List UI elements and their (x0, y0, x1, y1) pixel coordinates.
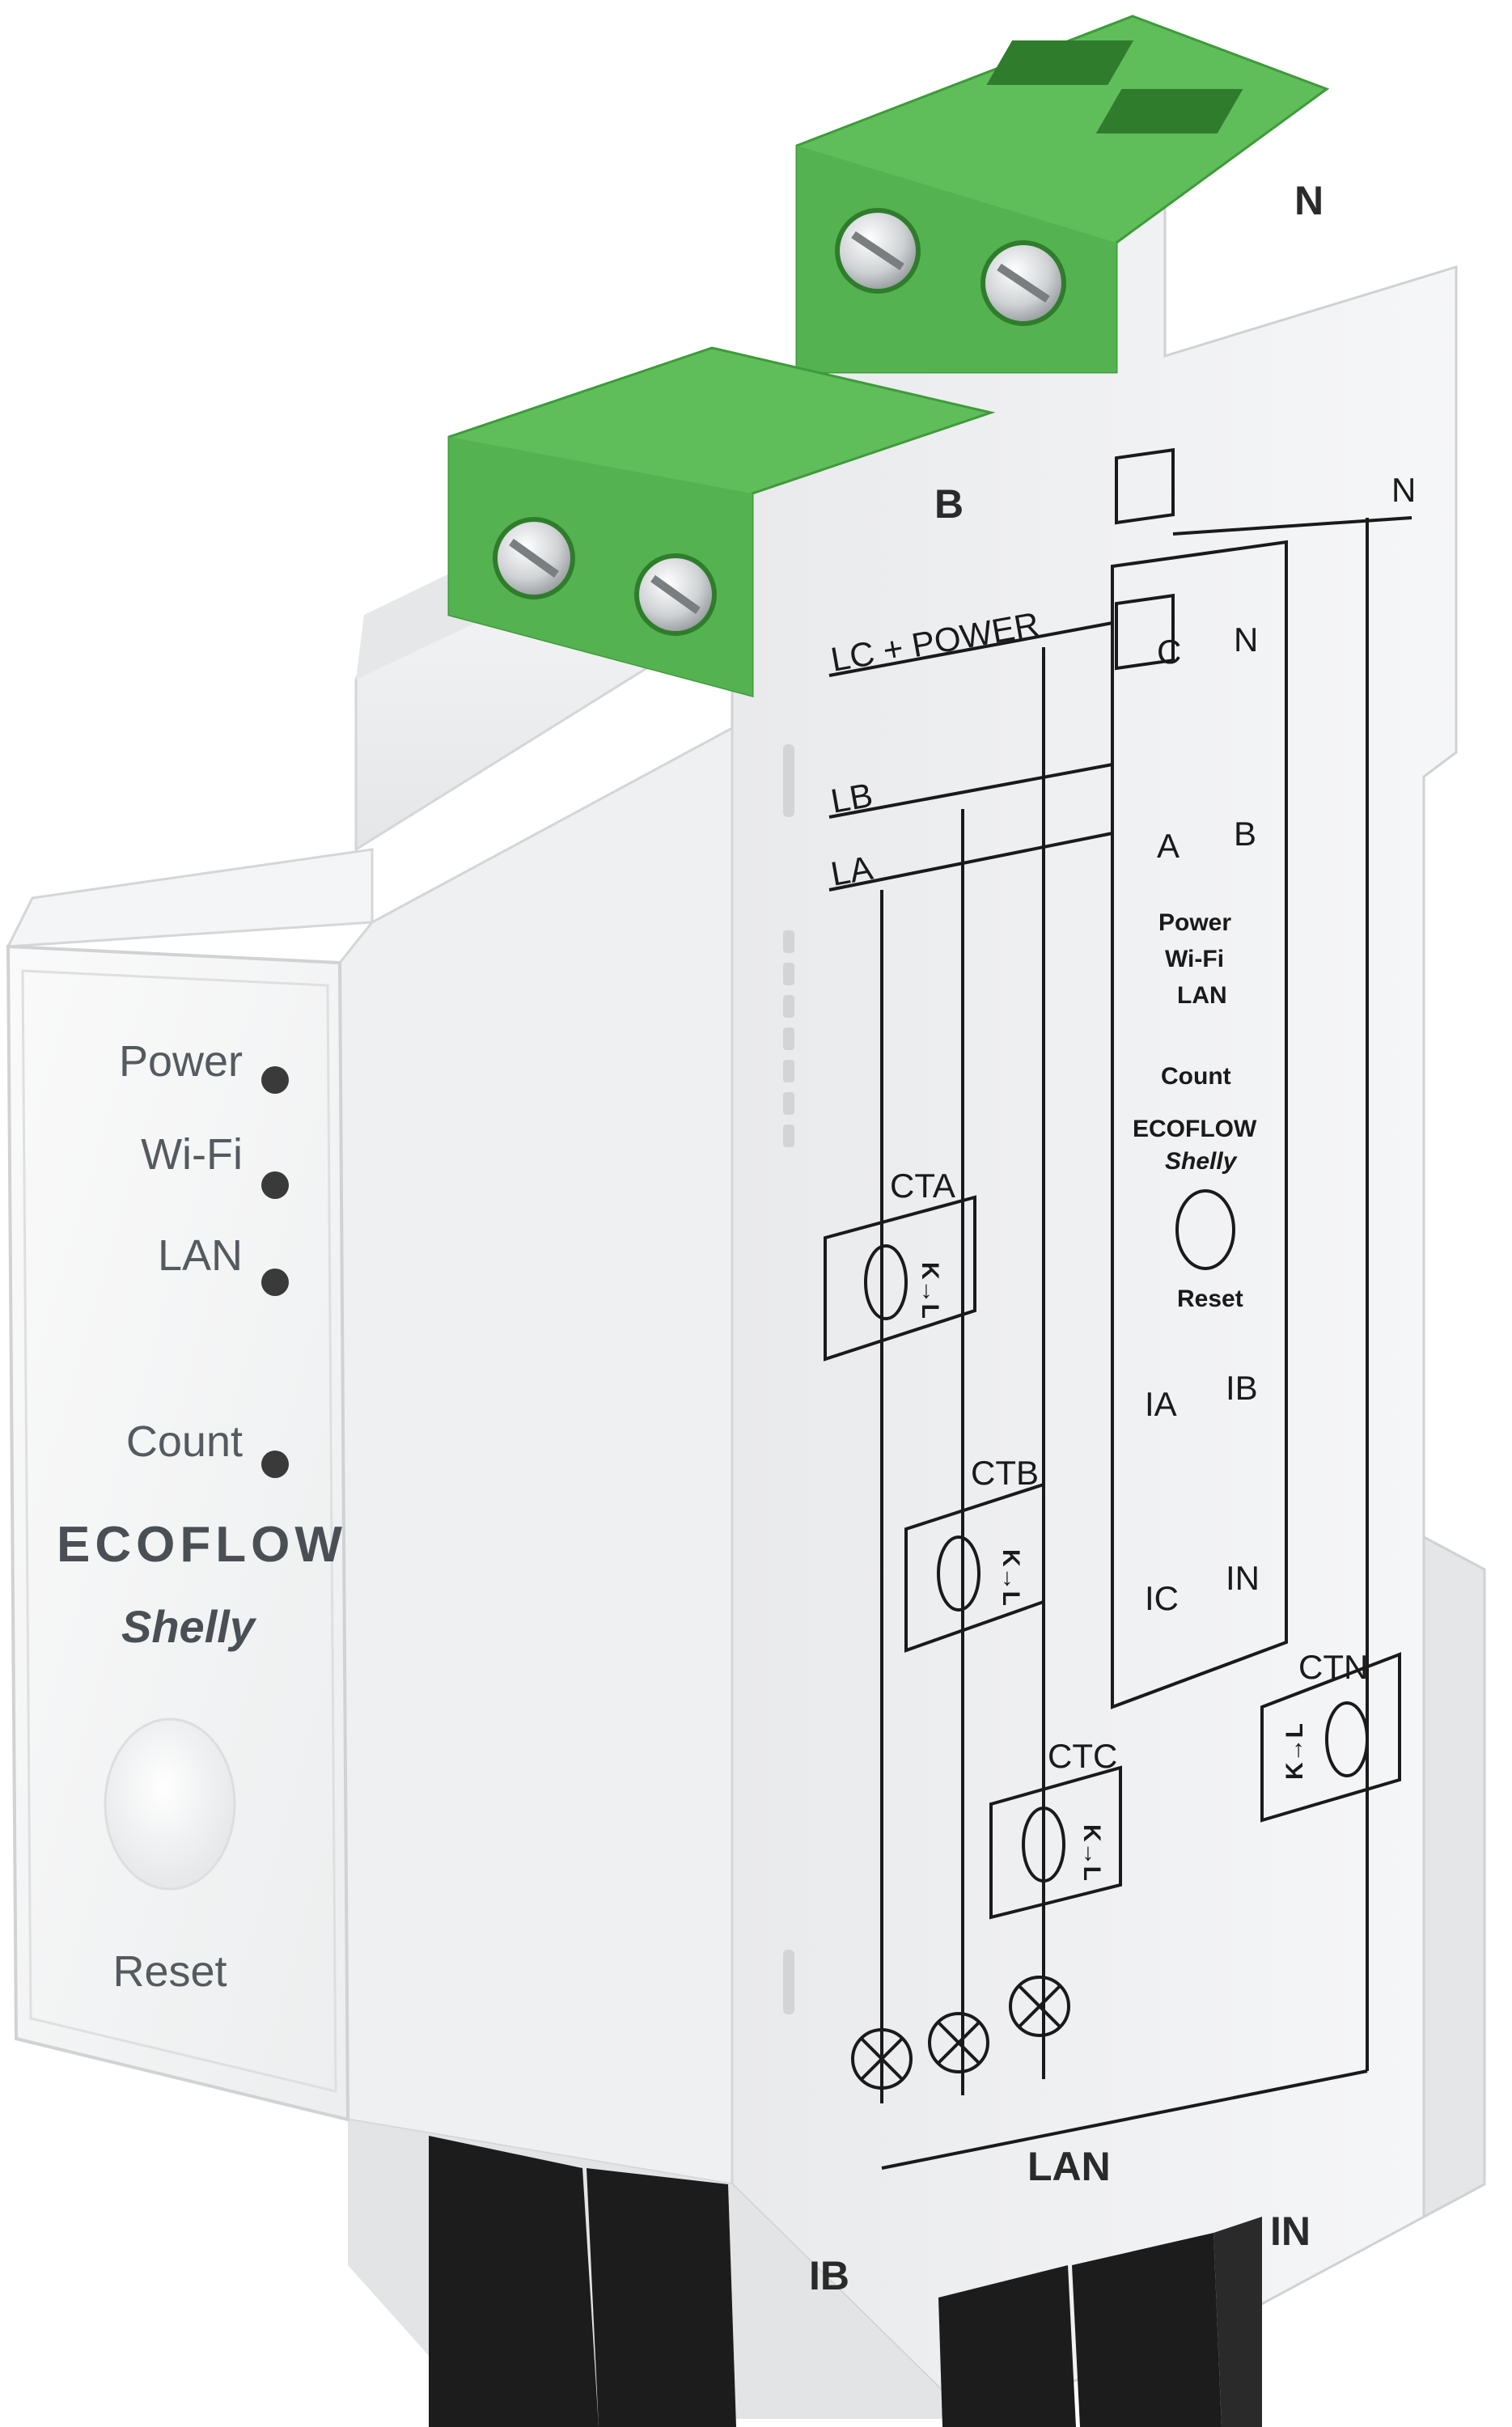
block-n-label: N (1234, 621, 1258, 659)
ctb-label: CTB (971, 1454, 1039, 1492)
power-led (261, 1066, 289, 1094)
reset-button[interactable] (104, 1718, 236, 1891)
mini-count-label: Count (1161, 1063, 1231, 1090)
power-label: Power (119, 1037, 243, 1086)
diagram-labels: LC + POWER LB LA N C N A B IA IB IC IN C… (828, 471, 1416, 1881)
ecoflow-logo: ECOFLOW (57, 1517, 347, 1573)
block-b-label: B (1234, 815, 1256, 853)
mini-wifi-label: Wi-Fi (1165, 946, 1224, 972)
n-line-label: N (1391, 471, 1416, 509)
mini-power-label: Power (1158, 909, 1231, 936)
count-label: Count (126, 1417, 243, 1466)
reset-label: Reset (112, 1947, 227, 1996)
ctn-direction: K→L (1281, 1723, 1308, 1780)
ctc-direction: K→L (1078, 1824, 1105, 1881)
mini-reset-label: Reset (1177, 1286, 1243, 1312)
cta-label: CTA (890, 1167, 955, 1205)
lan-label: LAN (158, 1231, 243, 1280)
la-label: LA (828, 849, 875, 893)
terminal-lan-label: LAN (1027, 2144, 1111, 2189)
bottom-connectors (429, 2136, 1262, 2427)
block-in-label: IN (1226, 1559, 1260, 1597)
block-a-label: A (1157, 827, 1180, 865)
terminal-in-label: IN (1270, 2209, 1311, 2254)
front-panel: Power Wi-Fi LAN Count ECOFLOW Shelly Res… (6, 944, 350, 2122)
ctb-direction: K→L (997, 1549, 1024, 1606)
terminal-b-label: B (934, 481, 964, 527)
wifi-label: Wi-Fi (141, 1130, 243, 1179)
count-led (261, 1451, 289, 1478)
block-c-label: C (1157, 633, 1181, 671)
wifi-led (261, 1171, 289, 1199)
terminal-ib-label: IB (809, 2253, 849, 2298)
cta-direction: K→L (917, 1262, 943, 1319)
mini-ecoflow-logo: ECOFLOW (1133, 1116, 1257, 1142)
lan-led (261, 1269, 289, 1296)
terminal-block-upper (795, 15, 1330, 374)
shelly-logo: Shelly (121, 1601, 257, 1652)
block-ia-label: IA (1145, 1385, 1177, 1423)
mini-shelly-logo: Shelly (1165, 1148, 1238, 1175)
terminal-n-label: N (1294, 178, 1324, 223)
lb-label: LB (828, 776, 875, 820)
block-ib-label: IB (1226, 1369, 1258, 1407)
mini-lan-label: LAN (1177, 982, 1227, 1009)
terminal-block-lower (447, 346, 996, 697)
block-ic-label: IC (1145, 1579, 1179, 1617)
wiring-diagram (824, 447, 1412, 2170)
ctn-label: CTN (1298, 1648, 1368, 1686)
ctc-label: CTC (1048, 1737, 1117, 1775)
vent-slots (783, 744, 794, 2014)
